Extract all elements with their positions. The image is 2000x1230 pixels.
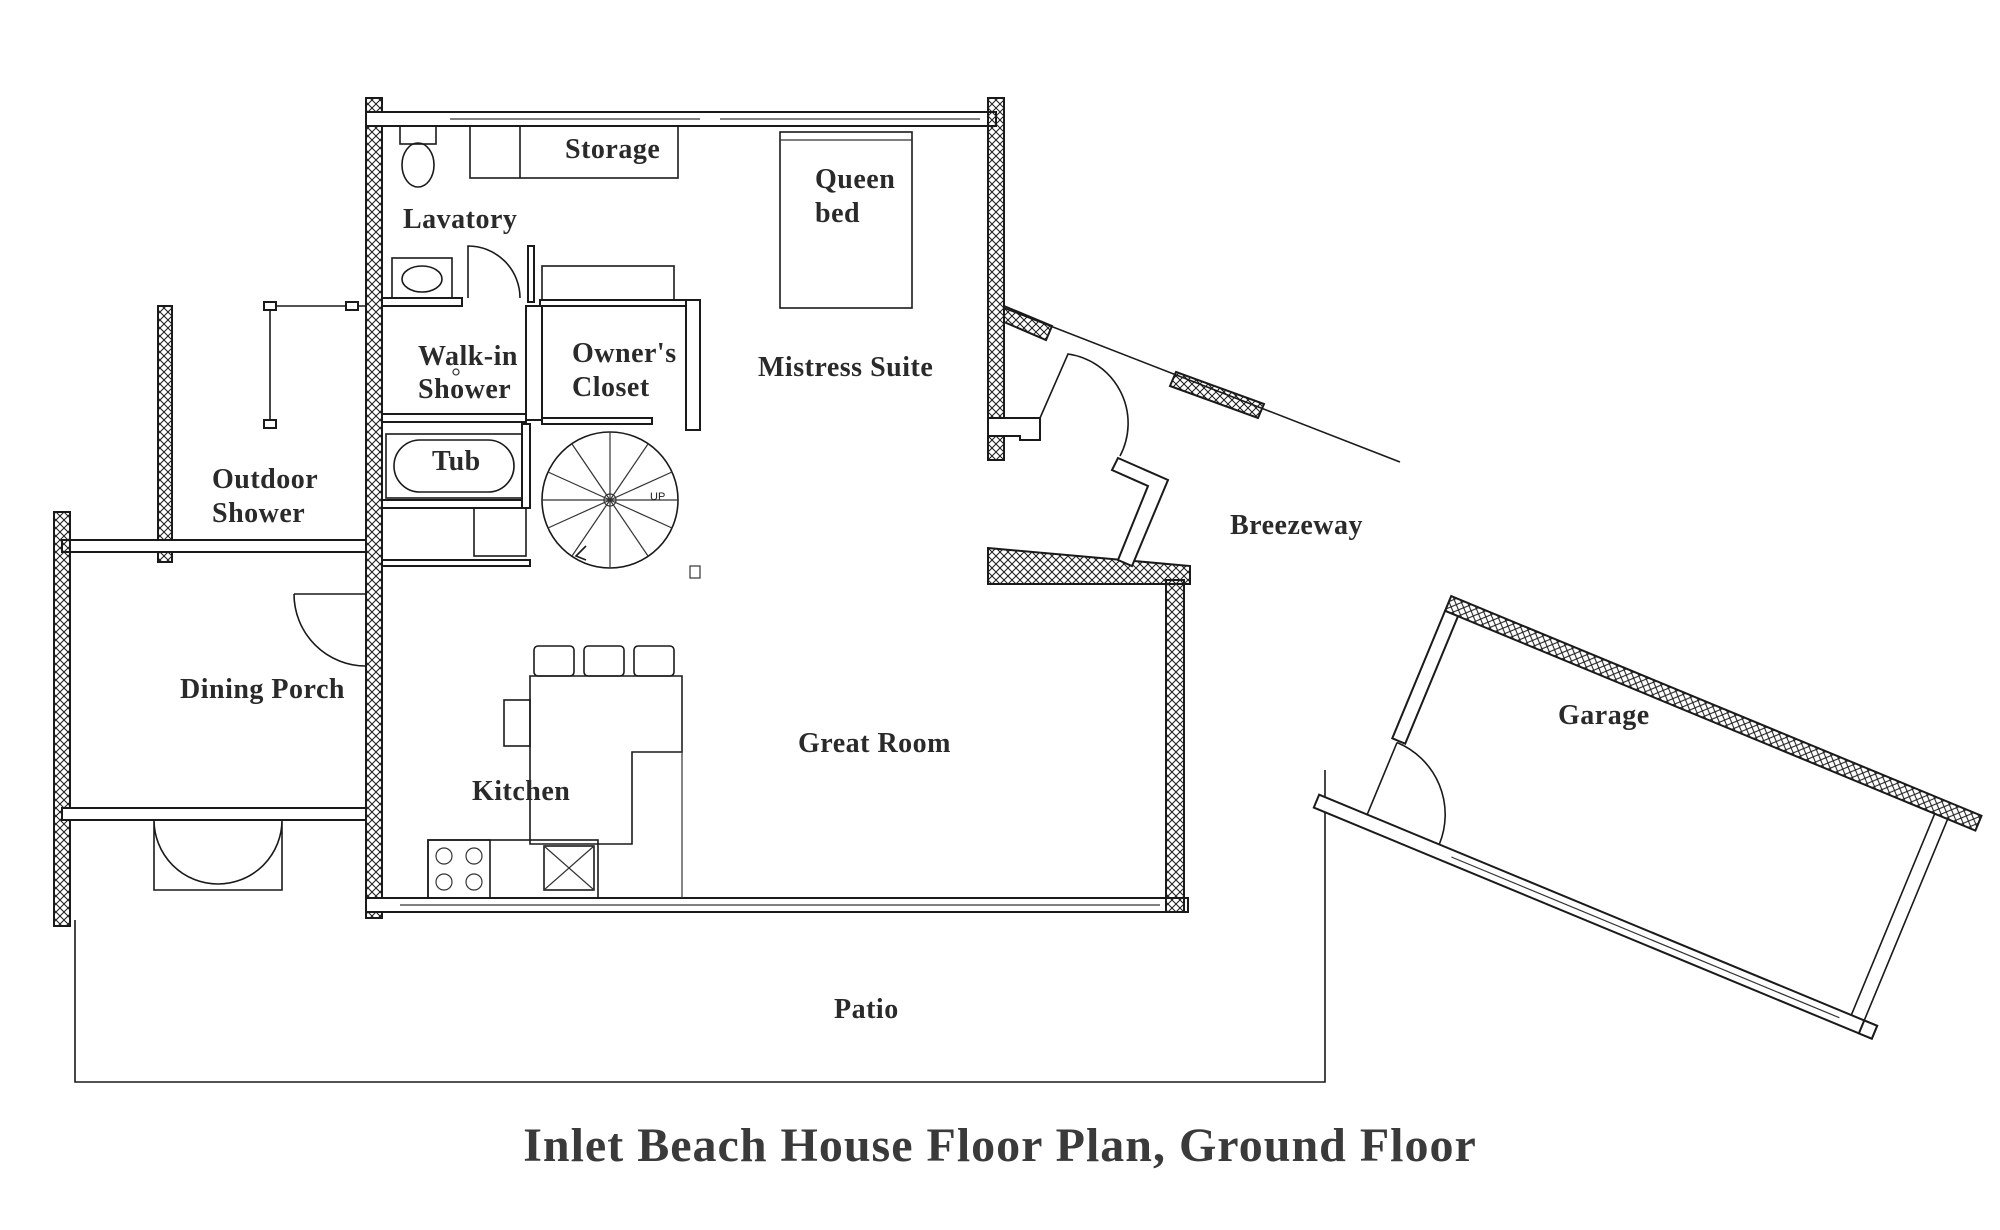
porch-wall-north [61, 539, 367, 553]
breezeway-north-hatch-2 [1168, 370, 1266, 420]
outdoor-shower-screen [269, 305, 366, 420]
label-dining-porch: Dining Porch [180, 674, 345, 705]
closet-wall [539, 299, 691, 307]
patio-outline [74, 770, 1326, 1083]
stove-burners [435, 847, 483, 891]
porch-door-swing [293, 593, 367, 667]
bar-stool-1 [533, 645, 575, 677]
label-garage: Garage [1558, 700, 1650, 731]
closet-wall-south [541, 417, 653, 425]
label-kitchen: Kitchen [472, 776, 570, 807]
label-tub: Tub [432, 446, 481, 477]
porch-french-doors [153, 819, 283, 891]
plan-title: Inlet Beach House Floor Plan, Ground Flo… [523, 1119, 1477, 1172]
kitchen-sink [543, 845, 595, 891]
label-great-room: Great Room [798, 728, 951, 759]
kitchen-island [529, 675, 683, 845]
label-bed: bed [815, 198, 860, 229]
tub-basin [393, 439, 515, 493]
shower-drain [452, 368, 460, 376]
porch-wall-west [53, 511, 71, 927]
hall-cabinet [473, 507, 527, 557]
storage-unit [469, 125, 679, 179]
label-mistress-suite: Mistress Suite [758, 352, 933, 383]
toilet-tank [399, 125, 437, 145]
garage-wall-north [1443, 594, 1983, 832]
hall-wall-south [381, 559, 531, 567]
label-outdoor-shower: Shower [212, 498, 305, 529]
garage-side-door [1366, 741, 1446, 845]
tub-wall-east [521, 423, 531, 509]
tub-wall-south [381, 499, 531, 509]
sink-counter [391, 257, 453, 301]
door-lav-jamb [527, 245, 535, 303]
wall-west-main [365, 97, 383, 919]
wall-great-north [987, 546, 1191, 585]
wall-suite-stub [987, 417, 1041, 441]
spiral-stair [541, 431, 679, 569]
closet-east-wall [685, 299, 701, 431]
stair-up-label: UP [650, 491, 665, 503]
stair-post-marker [689, 565, 701, 579]
garage [1312, 594, 1983, 1041]
shower-wall-south [381, 413, 527, 423]
label-shower: Shower [418, 374, 511, 405]
label-breezeway: Breezeway [1230, 510, 1363, 541]
garage-door-east [1850, 813, 1949, 1021]
lav-partition [381, 297, 463, 307]
label-storage: Storage [565, 134, 660, 165]
island-seat-left [503, 699, 531, 747]
label-queen: Queen [815, 164, 895, 195]
breezeway-door-swing [1039, 353, 1129, 457]
stove [427, 839, 491, 899]
garage-side-wall [1390, 609, 1460, 746]
door-lav-swing [467, 245, 521, 299]
garage-windows [1451, 856, 1840, 1019]
porch-wall-south [61, 807, 367, 821]
label-outdoor: Outdoor [212, 464, 318, 495]
label-patio: Patio [834, 994, 899, 1025]
label-walk-in: Walk-in [418, 341, 518, 372]
bar-stool-3 [633, 645, 675, 677]
shower-wall-east [525, 305, 543, 421]
label-lavatory: Lavatory [403, 204, 517, 235]
sink-diag-2 [543, 845, 595, 891]
breezeway-north-hatch [1003, 304, 1054, 342]
queen-bed [779, 131, 913, 309]
breezeway-angle-wall [1110, 456, 1170, 568]
wall-east-suite [987, 97, 1005, 461]
outdoor-shower-wall [157, 305, 173, 563]
toilet-bowl [401, 142, 435, 188]
sink-basin [401, 265, 443, 293]
closet-shelf [541, 265, 675, 301]
label-owners: Owner's [572, 338, 677, 369]
outdoor-shower-posts [263, 301, 359, 429]
bar-stool-2 [583, 645, 625, 677]
label-closet: Closet [572, 372, 650, 403]
garage-corner [1857, 1019, 1879, 1041]
wall-east-great [1165, 579, 1185, 913]
